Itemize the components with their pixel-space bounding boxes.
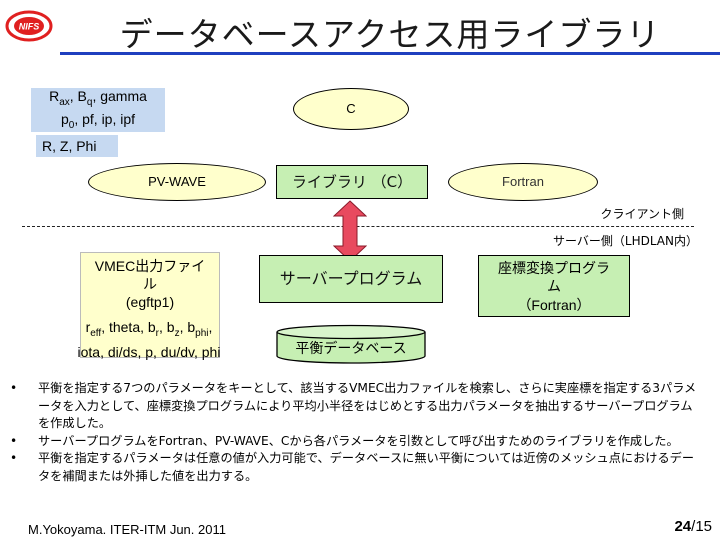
bullet-text: 平衡を指定するパラメータは任意の値が入力可能で、データベースに無い平衡については… xyxy=(38,451,695,483)
vmec-output-box: VMEC出力ファイ ル (egftp1) xyxy=(80,252,220,358)
bullet-item: • 平衡を指定する7つのパラメータをキーとして、該当するVMEC出力ファイルを検… xyxy=(8,380,698,433)
double-arrow-icon xyxy=(333,200,367,262)
footer-author: M.Yokoyama. ITER-ITM Jun. 2011 xyxy=(28,522,226,537)
database-label: 平衡データベース xyxy=(295,341,407,357)
nifs-logo: NIFS xyxy=(5,10,53,42)
vmec-line1: VMEC出力ファイ xyxy=(94,258,206,274)
transform-line3: （Fortran） xyxy=(517,297,591,313)
library-box: ライブラリ （C） xyxy=(276,165,428,199)
transform-line2: ム xyxy=(547,279,561,295)
coordinate-params-box: R, Z, Phi xyxy=(36,135,118,157)
server-side-label: サーバー側（LHDLAN内） xyxy=(553,234,698,248)
logo-text: NIFS xyxy=(19,22,40,32)
params-line2: p0, pf, ip, ipf xyxy=(60,110,136,131)
bullet-item: • 平衡を指定するパラメータは任意の値が入力可能で、データベースに無い平衡につい… xyxy=(8,450,698,485)
transform-line1: 座標変換プログラ xyxy=(498,261,610,277)
bullet-marker: • xyxy=(10,433,18,448)
database-cylinder-icon xyxy=(276,324,426,364)
params-line1: Rax, Bq, gamma xyxy=(49,88,147,108)
bullet-text: サーバープログラムをFortran、PV-WAVE、Cから各パラメータを引数とし… xyxy=(38,433,679,448)
equilibrium-params-box: Rax, Bq, gamma p0, pf, ip, ipf xyxy=(31,88,165,132)
vmec-line5: iota, di/ds, p, du/dv, phi xyxy=(77,343,221,360)
bullet-marker: • xyxy=(10,381,18,395)
bullet-item: • サーバープログラムをFortran、PV-WAVE、Cから各パラメータを引数… xyxy=(8,433,698,451)
c-language-ellipse: C xyxy=(293,88,409,130)
bullet-marker: • xyxy=(10,451,18,465)
page-number: 24/15 xyxy=(674,518,712,535)
client-side-label: クライアント側 xyxy=(600,207,684,221)
slide-title: データベースアクセス用ライブラリ xyxy=(119,15,661,54)
coordinate-transform-box: 座標変換プログラ ム （Fortran） xyxy=(478,255,630,317)
client-server-divider xyxy=(22,226,694,227)
pv-wave-ellipse: PV-WAVE xyxy=(88,163,266,201)
vmec-line2: ル xyxy=(143,276,157,292)
fortran-ellipse: Fortran xyxy=(448,163,598,201)
bullet-text: 平衡を指定する7つのパラメータをキーとして、該当するVMEC出力ファイルを検索し… xyxy=(38,381,697,430)
bullet-list: • 平衡を指定する7つのパラメータをキーとして、該当するVMEC出力ファイルを検… xyxy=(8,380,698,485)
server-program-box: サーバープログラム xyxy=(259,255,443,303)
vmec-line4: reff, theta, br, bz, bphi, xyxy=(85,319,213,339)
vmec-output-params: reff, theta, br, bz, bphi, iota, di/ds, … xyxy=(40,318,258,361)
vmec-line3: (egftp1) xyxy=(125,294,175,310)
title-rule xyxy=(60,52,720,55)
